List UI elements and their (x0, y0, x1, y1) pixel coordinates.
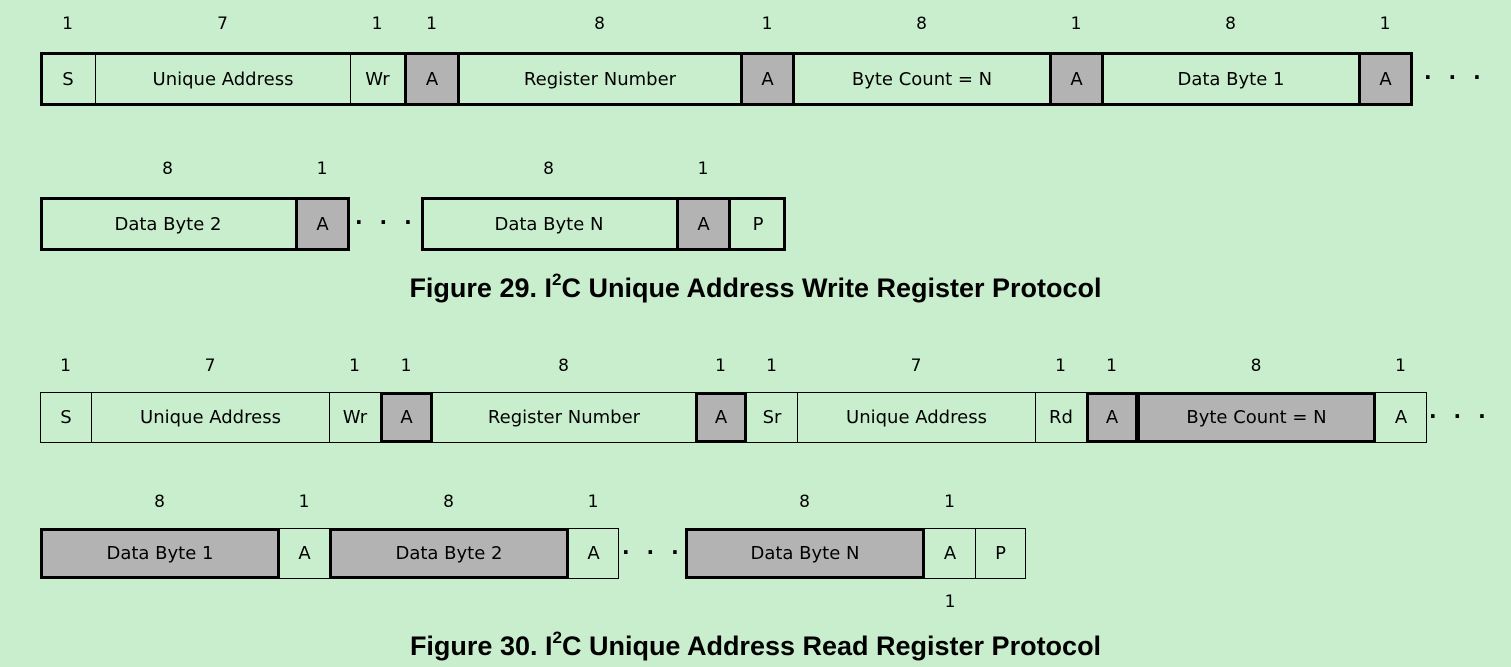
fig29-caption: Figure 29. I2C Unique Address Write Regi… (0, 270, 1511, 304)
fig29-row1-bits-5: 8 (594, 14, 605, 34)
fig30-caption-suffix: C Unique Address Read Register Protocol (561, 631, 1102, 661)
fig29-row1-field-4-a: A (404, 52, 460, 106)
fig30-row1-continuation-dots: · · · (1429, 403, 1491, 428)
fig30-row1-bits-2: 7 (204, 356, 216, 376)
fig29-row1-bits-8: 1 (1070, 14, 1082, 34)
fig29-caption-suffix: C Unique Address Write Register Protocol (561, 273, 1102, 303)
fig30-row1-bits-9: 1 (1055, 356, 1066, 376)
fig30-bottom-bits: 1 (944, 592, 956, 612)
fig30-caption-prefix: Figure 30. I (409, 631, 553, 661)
fig29-row1-field-10-a: A (1358, 52, 1413, 106)
fig29-row1-bits-4: 1 (426, 14, 437, 34)
fig29-row2-bits-2: 1 (316, 159, 328, 179)
fig29-row1-field-7-byte-count-n: Byte Count = N (794, 52, 1050, 106)
fig29-row1-bits-6: 1 (761, 14, 773, 34)
fig30-row1-field-10-a: A (1086, 392, 1138, 443)
fig30-row2-bits-4: 1 (587, 492, 599, 512)
fig29-caption-sup: 2 (551, 270, 562, 289)
fig29-row2-field-5-p: P (730, 197, 786, 251)
fig30-row1-bits-7: 1 (766, 356, 777, 376)
fig30-row1-field-3-wr: Wr (329, 392, 381, 443)
fig30-row2-continuation-dots: · · · (622, 539, 684, 564)
fig30-row1-bits-11: 8 (1250, 356, 1262, 376)
fig29-row1-field-8-a: A (1049, 52, 1104, 106)
fig30-row1-field-11-byte-count-n: Byte Count = N (1137, 392, 1376, 443)
fig30-row2-field-4-a: A (568, 528, 619, 579)
fig29-row2-bits-3: 8 (543, 159, 554, 179)
fig29-row2-field-3-data-byte-n: Data Byte N (421, 197, 677, 251)
fig29-row1-field-9-data-byte-1: Data Byte 1 (1103, 52, 1359, 106)
fig29-row1-bits-10: 1 (1379, 14, 1391, 34)
fig30-caption-sup: 2 (552, 628, 562, 647)
fig30-row2-field-5-data-byte-n: Data Byte N (685, 528, 925, 579)
fig29-row2-field-1-data-byte-2: Data Byte 2 (40, 197, 296, 251)
fig29-row1-field-6-a: A (740, 52, 795, 106)
fig30-row1-bits-12: 1 (1395, 356, 1406, 376)
fig30-row2-field-6-a: A (924, 528, 976, 579)
fig30-row2-bits-5: 8 (799, 492, 810, 512)
fig29-row1-bits-2: 7 (217, 14, 228, 34)
fig30-row1-bits-8: 7 (910, 356, 922, 376)
fig29-row1-bits-9: 8 (1225, 14, 1236, 34)
fig30-row1-field-1-s: S (40, 392, 92, 443)
fig30-row2-bits-3: 8 (443, 492, 454, 512)
fig30-row1-field-8-unique-address: Unique Address (797, 392, 1036, 443)
fig30-row1-bits-1: 1 (60, 356, 71, 376)
fig30-row2-field-2-a: A (279, 528, 330, 579)
fig29-row1-continuation-dots: · · · (1424, 65, 1486, 89)
fig29-row2-field-4-a: A (676, 197, 731, 251)
fig29-row1-bits-1: 1 (62, 14, 73, 34)
fig30-row1-bits-6: 1 (715, 356, 726, 376)
fig30-row1-bits-3: 1 (349, 356, 360, 376)
fig29-row2-bits-1: 8 (162, 159, 173, 179)
fig30-row1-field-2-unique-address: Unique Address (91, 392, 330, 443)
fig30-row1-bits-5: 8 (558, 356, 569, 376)
fig29-caption-prefix: Figure 29. I (409, 273, 552, 303)
fig30-row1-bits-4: 1 (400, 356, 412, 376)
fig29-row2-bits-4: 1 (697, 159, 709, 179)
fig30-row2-field-3-data-byte-2: Data Byte 2 (329, 528, 569, 579)
fig29-row1-field-5-register-number: Register Number (459, 52, 741, 106)
fig30-row1-field-12-a: A (1375, 392, 1427, 443)
fig30-row1-field-7-sr: Sr (746, 392, 798, 443)
fig30-caption: Figure 30. I2C Unique Address Read Regis… (0, 628, 1511, 662)
fig29-row2-field-2-a: A (295, 197, 350, 251)
fig30-row1-field-6-a: A (695, 392, 747, 443)
fig29-row1-field-1-s: S (40, 52, 96, 106)
fig30-row2-field-1-data-byte-1: Data Byte 1 (40, 528, 280, 579)
fig30-row1-field-9-rd: Rd (1035, 392, 1087, 443)
fig30-row1-field-5-register-number: Register Number (432, 392, 696, 443)
fig29-row1-bits-7: 8 (916, 14, 927, 34)
fig29-row1-bits-3: 1 (371, 14, 383, 34)
fig30-row1-field-4-a: A (380, 392, 433, 443)
fig29-row1-field-2-unique-address: Unique Address (95, 52, 351, 106)
fig29-row2-continuation-dots: · · · (355, 210, 417, 234)
fig30-row1-bits-10: 1 (1106, 356, 1117, 376)
fig30-row2-bits-1: 8 (154, 492, 165, 512)
fig30-row2-bits-6: 1 (944, 492, 955, 512)
fig30-row2-bits-2: 1 (298, 492, 310, 512)
fig29-row1-field-3-wr: Wr (350, 52, 405, 106)
fig30-row2-field-7-p: P (975, 528, 1026, 579)
